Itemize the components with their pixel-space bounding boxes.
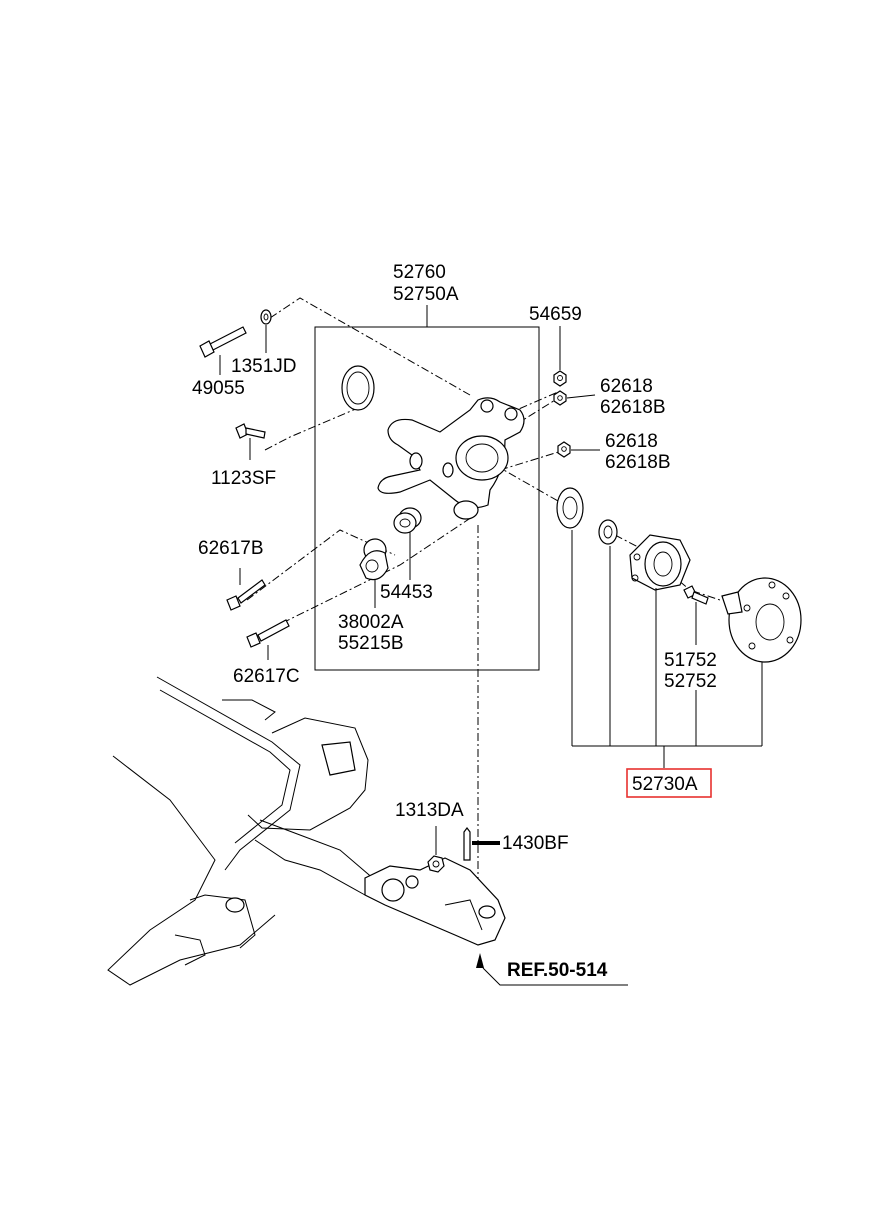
assembly-highlight-box <box>626 768 712 798</box>
label-38002a: 38002A <box>338 612 404 633</box>
bolt-1123sf <box>235 423 266 439</box>
label-62618-mid: 62618 <box>605 431 658 452</box>
hub-bearing <box>629 534 691 591</box>
label-52752: 52752 <box>664 671 717 692</box>
bushing-38002a <box>359 538 389 581</box>
nut-62618-top <box>553 390 567 406</box>
nut-1313da <box>427 855 445 873</box>
label-1123sf: 1123SF <box>211 468 276 489</box>
label-54659: 54659 <box>529 304 582 325</box>
label-1430bf: 1430BF <box>502 833 569 854</box>
label-51752: 51752 <box>664 650 717 671</box>
bolt-49055 <box>199 326 247 358</box>
cotter-pin-1430bf <box>463 827 471 861</box>
sensor-ring <box>556 487 584 529</box>
seal-ring <box>598 519 618 545</box>
label-1313da: 1313DA <box>395 800 464 821</box>
label-62617c: 62617C <box>233 666 300 687</box>
washer-1351jd <box>260 309 272 325</box>
knuckle-52760 <box>341 365 525 520</box>
label-54453: 54453 <box>380 582 433 603</box>
lower-arm <box>364 857 506 946</box>
hub-assembly-bracket <box>571 530 763 768</box>
label-ref-50-514: REF.50-514 <box>507 960 608 981</box>
ref-arrow <box>476 953 628 986</box>
label-1351jd: 1351JD <box>231 356 297 377</box>
label-52760: 52760 <box>393 262 446 283</box>
subframe <box>107 676 386 986</box>
bolt-62617c <box>246 619 290 648</box>
nut-62618-mid <box>557 441 571 458</box>
label-49055: 49055 <box>192 378 245 399</box>
hub-flange <box>721 577 802 663</box>
label-62618b-mid: 62618B <box>605 452 671 473</box>
nut-54659 <box>553 370 567 387</box>
label-62617b: 62617B <box>198 538 264 559</box>
label-52730a: 52730A <box>632 774 698 795</box>
label-52750a: 52750A <box>393 284 459 305</box>
label-62618b-top: 62618B <box>600 397 666 418</box>
label-55215b: 55215B <box>338 633 404 654</box>
label-62618-top: 62618 <box>600 376 653 397</box>
bolt-62617b <box>226 579 266 611</box>
wheel-bolt-51752 <box>683 585 709 605</box>
bushing-54453 <box>393 507 422 534</box>
